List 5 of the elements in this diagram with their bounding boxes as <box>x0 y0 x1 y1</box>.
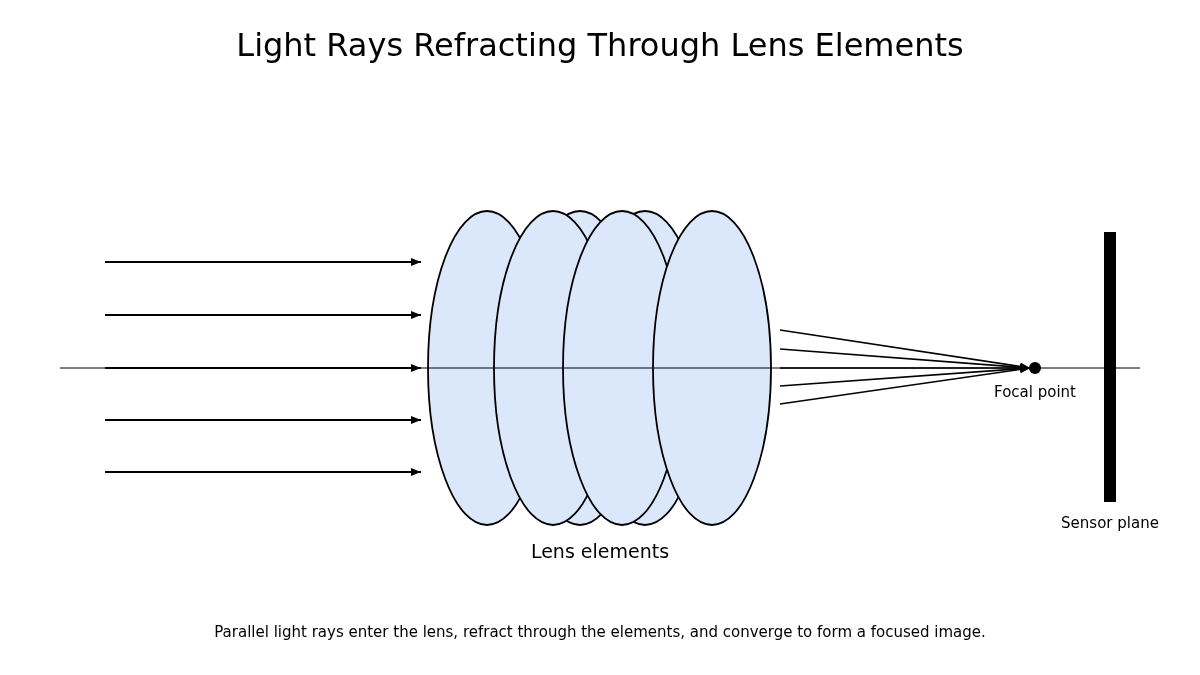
lens-elements-label: Lens elements <box>530 540 670 562</box>
sensor-plane-label: Sensor plane <box>1061 514 1159 532</box>
title: Light Rays Refracting Through Lens Elements <box>236 26 964 64</box>
caption: Parallel light rays enter the lens, refract through the elements, and converge to form a focused image. <box>214 623 986 641</box>
focal-point-label: Focal point <box>994 383 1076 401</box>
